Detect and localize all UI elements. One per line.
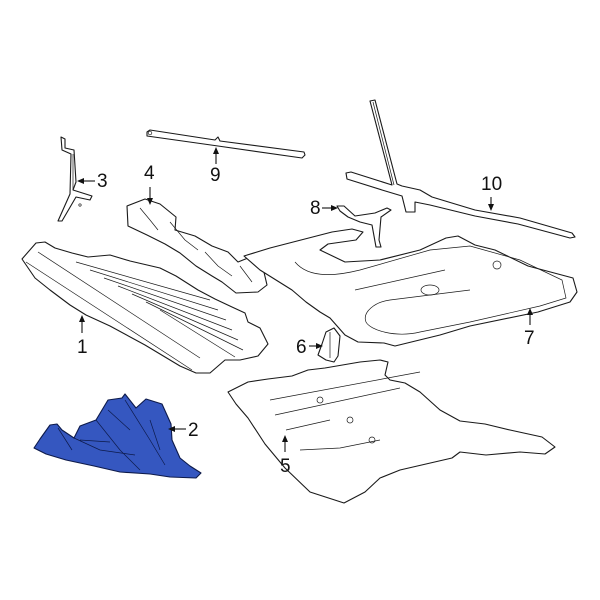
leader-lines (77, 147, 533, 452)
part-1-front-splash-panel[interactable] (21, 241, 269, 374)
callout-6: 6 (296, 337, 307, 358)
part-9-crossbar[interactable] (146, 129, 306, 159)
part-6-bracket[interactable] (317, 327, 341, 363)
callout-3: 3 (97, 171, 108, 192)
callout-5: 5 (280, 456, 291, 477)
part-4-deflector[interactable] (126, 198, 268, 294)
part-3-bracket[interactable] (57, 136, 93, 222)
callout-2: 2 (188, 420, 199, 441)
callout-8: 8 (310, 198, 321, 219)
callout-9: 9 (210, 165, 221, 186)
part-10-x-brace[interactable] (345, 99, 576, 239)
callout-7: 7 (524, 328, 535, 349)
part-8-bracket[interactable] (336, 205, 392, 248)
part-2-highlighted-shield[interactable] (33, 393, 202, 479)
callout-10: 10 (481, 174, 503, 195)
part-5-underbody-panel[interactable] (227, 359, 556, 504)
callout-4: 4 (144, 163, 155, 184)
part-7-rear-panel[interactable] (243, 228, 578, 347)
callout-1: 1 (77, 337, 88, 358)
